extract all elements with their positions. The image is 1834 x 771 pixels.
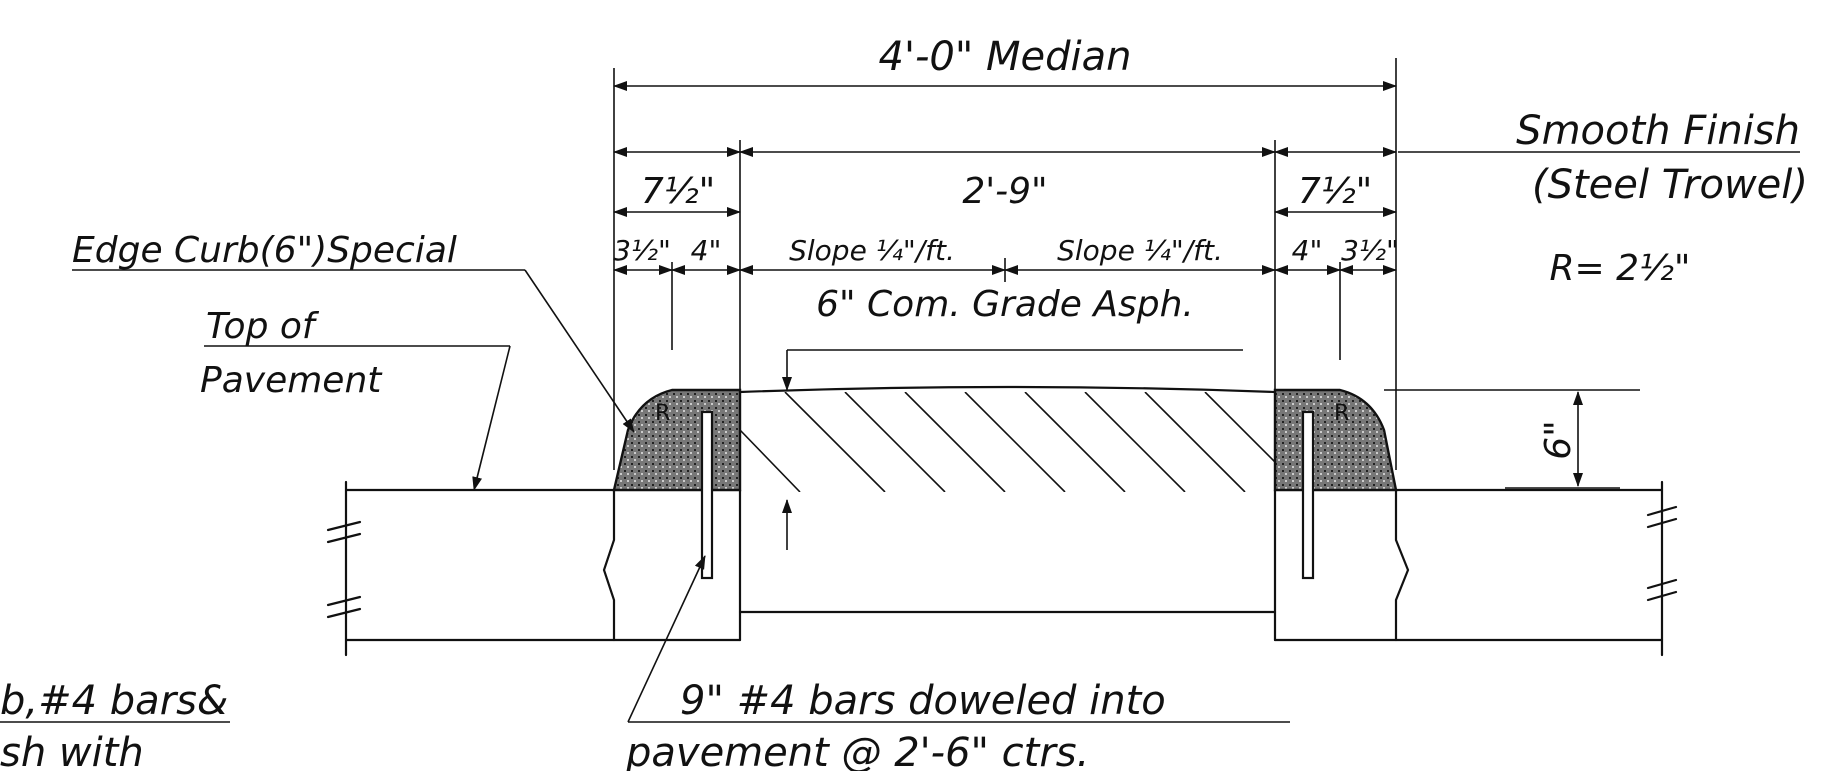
median-width-label: 4'-0" Median — [879, 34, 1132, 80]
pavement-slab — [326, 480, 1678, 657]
right-dowel-bar — [1301, 410, 1315, 580]
dowel-label-line-1: 9" #4 bars doweled into — [680, 678, 1166, 724]
left-slope-label: Slope ¼"/ft. — [789, 234, 955, 267]
extension-lines — [613, 58, 1640, 489]
leader-lines — [0, 151, 1800, 723]
left-curb-width-label: 7½" — [641, 171, 715, 212]
dowel-label-line-2: pavement @ 2'-6" ctrs. — [625, 730, 1089, 771]
left-dowel-bar — [700, 410, 714, 580]
radius-label: R= 2½" — [1550, 248, 1691, 289]
top-of-label: Top of — [206, 306, 320, 347]
left-edge-curb: R — [612, 388, 742, 580]
right-curb-radius-mark: R — [1334, 401, 1349, 426]
smooth-finish-label: Smooth Finish — [1516, 108, 1800, 154]
right-curb-width-label: 7½" — [1298, 171, 1372, 212]
height-label: 6" — [1538, 420, 1579, 459]
right-four-inch-label: 4" — [1292, 234, 1323, 267]
edge-curb-label: Edge Curb(6")Special — [72, 230, 457, 271]
dimension-lines — [613, 81, 1583, 550]
center-width-label: 2'-9" — [962, 171, 1047, 212]
right-slope-label: Slope ¼"/ft. — [1057, 234, 1223, 267]
right-three-half-label: 3½" — [1341, 234, 1399, 267]
pavement-label: Pavement — [200, 360, 383, 401]
right-edge-curb: R — [1273, 388, 1398, 580]
asphalt-label: 6" Com. Grade Asph. — [816, 284, 1194, 325]
cutoff-label-line-1: b,#4 bars& — [0, 678, 228, 724]
left-four-inch-label: 4" — [691, 234, 722, 267]
steel-trowel-label: (Steel Trowel) — [1532, 162, 1808, 208]
cutoff-label-line-2: sh with — [0, 730, 144, 771]
left-three-half-label: 3½" — [613, 234, 671, 267]
asphalt-fill — [738, 385, 1277, 492]
left-curb-radius-mark: R — [655, 401, 670, 426]
